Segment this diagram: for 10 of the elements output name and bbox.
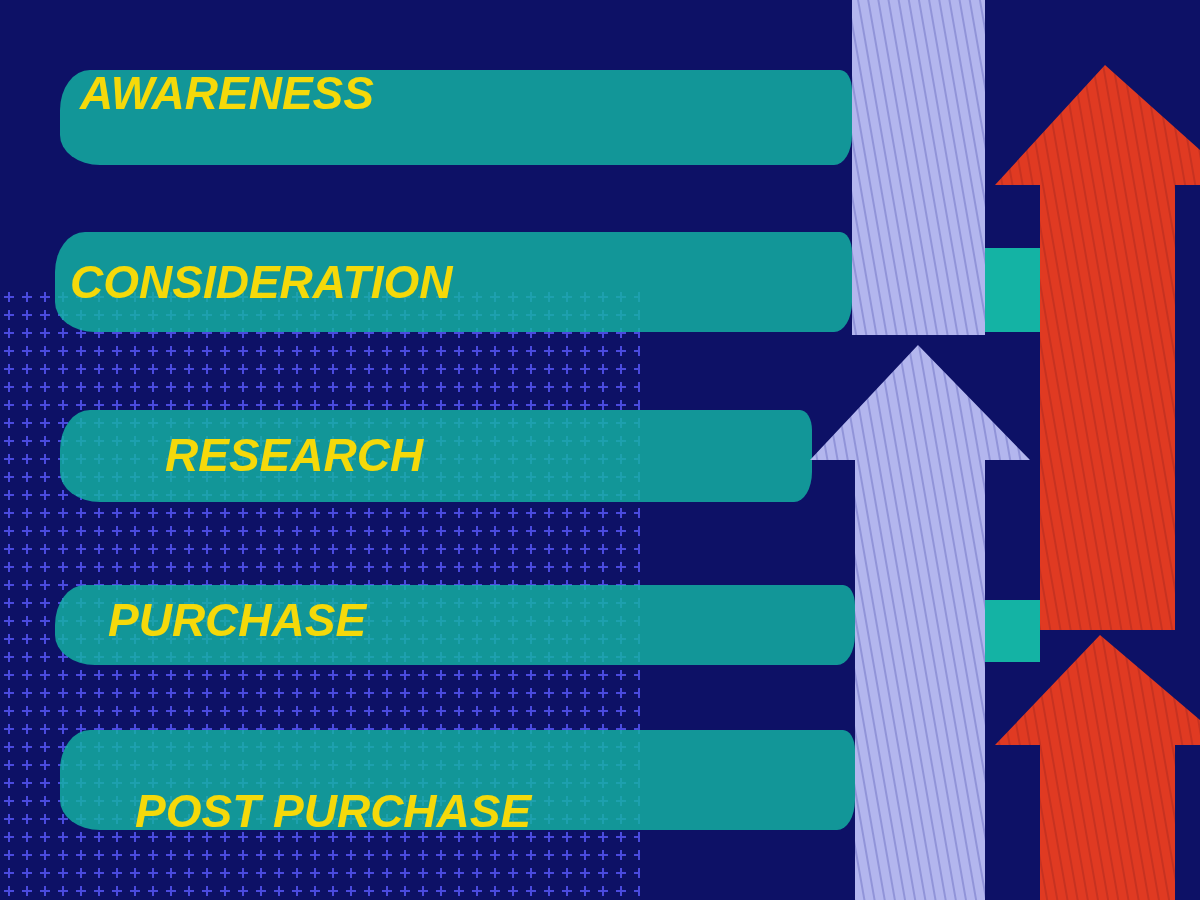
- stage-label: AWARENESS: [80, 70, 374, 116]
- brush-stroke-band: [55, 585, 855, 665]
- stage-label: PURCHASE: [108, 597, 367, 643]
- brush-stroke-band: [60, 730, 855, 830]
- stage-label: POST PURCHASE: [135, 788, 532, 834]
- brush-stroke-band: [55, 232, 852, 332]
- stage-label: CONSIDERATION: [70, 259, 453, 305]
- brush-stroke-band: [60, 410, 812, 502]
- brush-stroke-band: [60, 70, 852, 165]
- stage-label: RESEARCH: [165, 432, 424, 478]
